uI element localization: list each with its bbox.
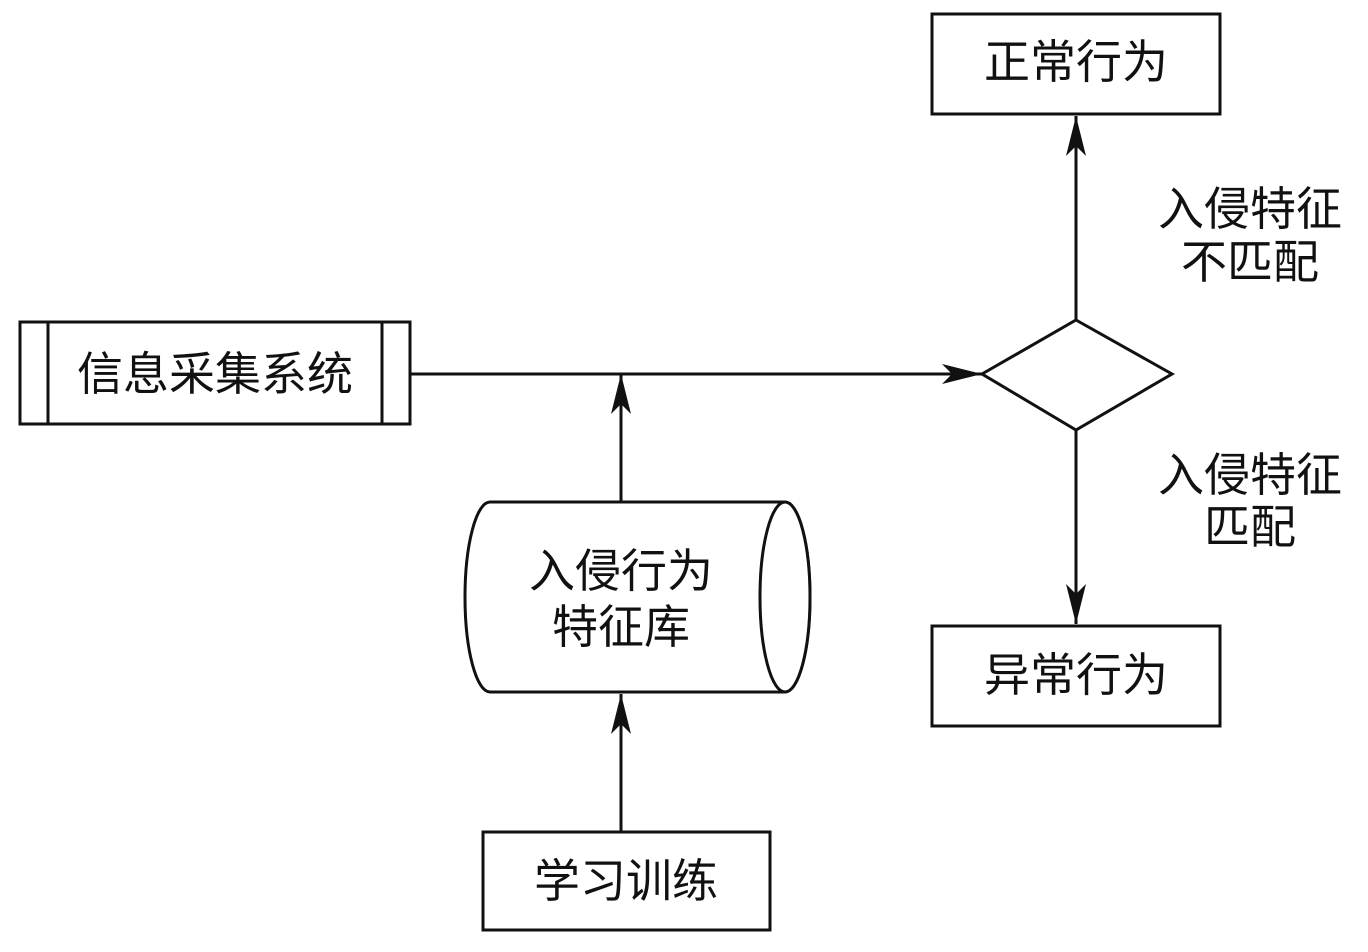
no-match-label-line1: 入侵特征: [1158, 182, 1342, 236]
info-collection-system-node: 信息采集系统: [18, 320, 412, 426]
no-match-edge-label: 入侵特征 不匹配: [1158, 182, 1342, 289]
info-collection-system-label: 信息采集系统: [77, 347, 353, 401]
match-label-line2: 匹配: [1204, 500, 1296, 554]
signature-database-label-line1: 入侵行为: [529, 544, 713, 598]
match-decision-diamond: [979, 318, 1176, 432]
signature-database-label-line2: 特征库: [552, 600, 690, 654]
no-match-label-line2: 不匹配: [1181, 235, 1319, 289]
learning-training-label: 学习训练: [534, 854, 718, 908]
abnormal-behavior-label: 异常行为: [984, 648, 1168, 702]
normal-behavior-node: 正常行为: [930, 12, 1222, 116]
match-edge-label: 入侵特征 匹配: [1158, 448, 1342, 554]
learning-training-node: 学习训练: [481, 830, 772, 932]
normal-behavior-label: 正常行为: [984, 35, 1168, 89]
abnormal-behavior-node: 异常行为: [930, 624, 1222, 728]
intrusion-signature-database-node: 入侵行为 特征库: [463, 500, 812, 694]
match-label-line1: 入侵特征: [1158, 448, 1342, 502]
